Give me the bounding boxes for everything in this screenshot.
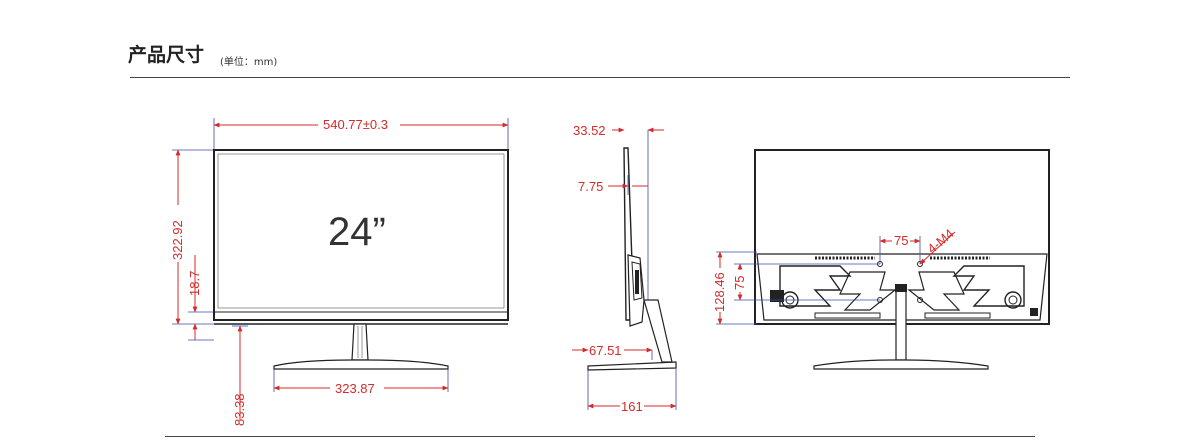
screen-size-label: 24”	[328, 210, 386, 254]
base-depth-dimension-label: 161	[621, 399, 643, 414]
back-view: 75 4-M4 128.46 75	[712, 149, 1050, 370]
offset-dimension-label: 67.51	[589, 343, 622, 358]
base-width-dimension-label: 323.87	[335, 381, 375, 396]
stand-height-dimension-label: 83.38	[232, 393, 247, 426]
width-dimension-label: 540.77±0.3	[323, 117, 388, 132]
front-view: 24” 540.77±0.3 322.92 18.7 83.38 323.87	[170, 117, 509, 426]
side-view: 33.52 7.75 67.51 161	[572, 123, 677, 414]
bezel-dimension-label: 18.7	[187, 271, 202, 296]
bottom-divider	[165, 436, 1035, 437]
depth-dimension-label: 33.52	[573, 123, 606, 138]
vesa-dimension-label: 75	[894, 233, 908, 248]
panel-dimension-label: 7.75	[578, 179, 603, 194]
unit-note: (单位：mm)	[220, 57, 278, 68]
height-dimension-label: 322.92	[170, 220, 185, 260]
back-height-dimension-label: 128.46	[712, 272, 727, 312]
top-divider	[130, 77, 1070, 78]
vesa-vertical-dimension-label: 75	[732, 276, 747, 290]
page-title: 产品尺寸	[128, 44, 205, 66]
